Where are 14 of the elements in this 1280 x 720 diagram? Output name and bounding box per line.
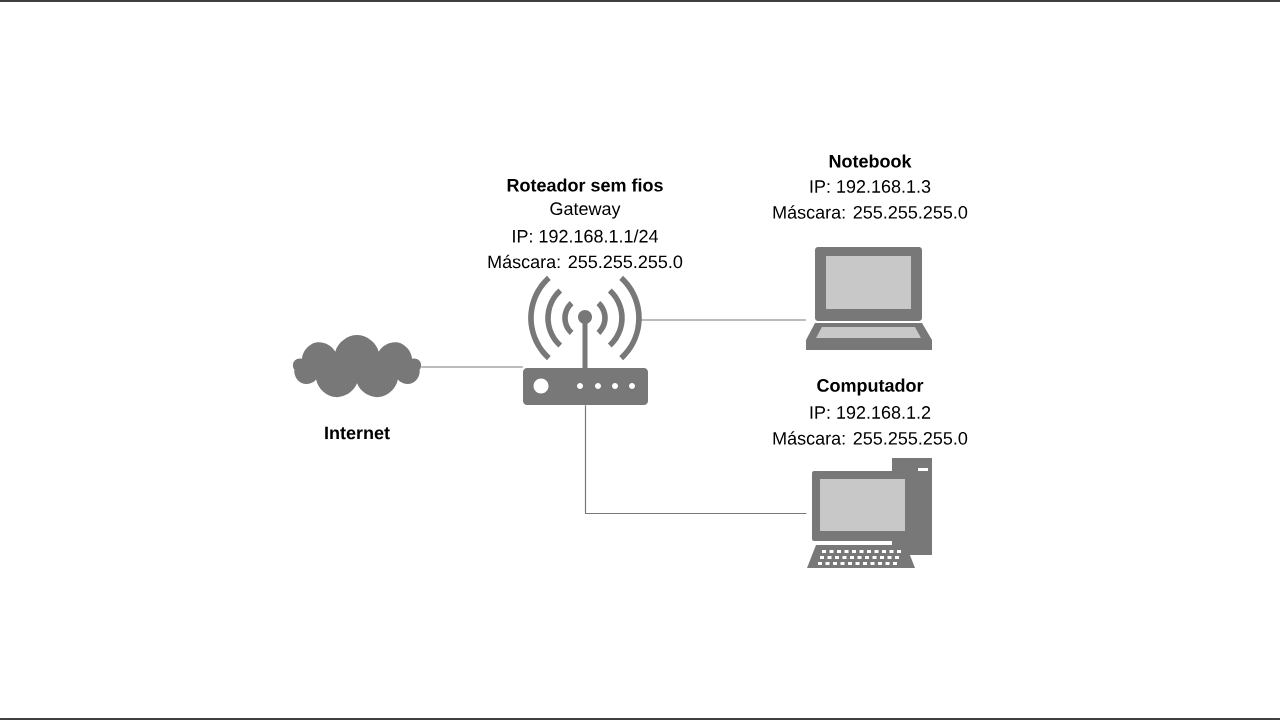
device-name: Roteador sem fios xyxy=(507,178,663,192)
connection-line xyxy=(639,319,807,321)
address-text: Máscara: 255.255.255.0 xyxy=(773,205,968,219)
connection-line xyxy=(584,404,807,515)
address-text: IP: 192.168.1.1/24 xyxy=(513,229,658,243)
device-name: Internet xyxy=(325,426,390,440)
address-text: IP: 192.168.1.3 xyxy=(810,180,931,193)
address-text: Máscara: 255.255.255.0 xyxy=(488,254,683,269)
address-text: Gateway xyxy=(550,202,621,219)
device-name: Computador xyxy=(817,378,924,396)
address-text: IP: 192.168.1.2 xyxy=(810,406,931,419)
device-name: Notebook xyxy=(829,154,912,168)
connection-line xyxy=(420,366,524,368)
address-text: Máscara: 255.255.255.0 xyxy=(773,431,968,445)
